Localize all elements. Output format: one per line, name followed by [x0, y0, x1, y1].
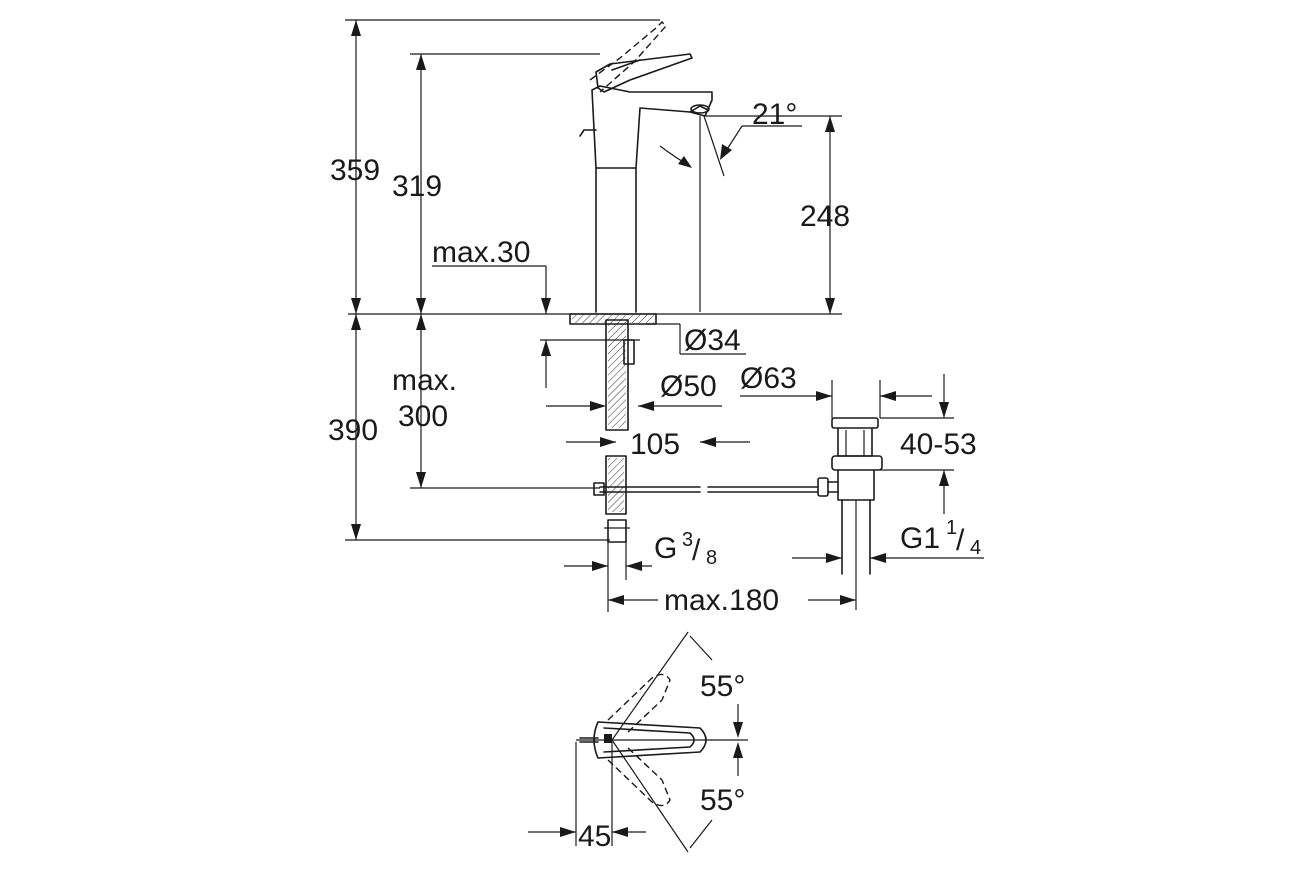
label-248: 248 — [800, 200, 850, 233]
label-g38-slash: / — [692, 534, 701, 567]
label-g38: G — [654, 532, 677, 565]
label-40-53: 40-53 — [900, 428, 977, 461]
dimension-lines — [345, 19, 984, 612]
label-45: 45 — [578, 820, 611, 853]
waste-assembly — [817, 417, 883, 610]
faucet-top-view — [528, 631, 748, 853]
label-g38-denominator: 8 — [706, 547, 717, 569]
label-g114: G1 — [900, 522, 940, 555]
label-390: 390 — [328, 414, 378, 447]
label-105: 105 — [630, 428, 680, 461]
label-max300-line2: 300 — [398, 400, 448, 433]
label-g114-slash: / — [956, 524, 965, 557]
label-319: 319 — [392, 170, 442, 203]
label-55-deg-bottom: 55° — [700, 784, 745, 817]
label-g38-numerator: 3 — [682, 529, 693, 551]
label-21-deg: 21° — [752, 98, 797, 131]
label-dia34: Ø34 — [684, 324, 741, 357]
label-g114-numerator: 1 — [946, 517, 957, 539]
label-max300-line1: max. — [392, 364, 457, 397]
label-dia63: Ø63 — [740, 362, 797, 395]
label-55-deg-top: 55° — [700, 670, 745, 703]
label-max30: max.30 — [432, 236, 530, 269]
label-359: 359 — [330, 154, 380, 187]
faucet-side-view — [348, 21, 842, 543]
dimension-labels: 359 319 248 21° max.30 Ø34 Ø50 Ø63 390 m… — [328, 98, 981, 853]
label-g114-denominator: 4 — [970, 537, 981, 559]
label-dia50: Ø50 — [660, 370, 717, 403]
label-max180: max.180 — [664, 584, 779, 617]
